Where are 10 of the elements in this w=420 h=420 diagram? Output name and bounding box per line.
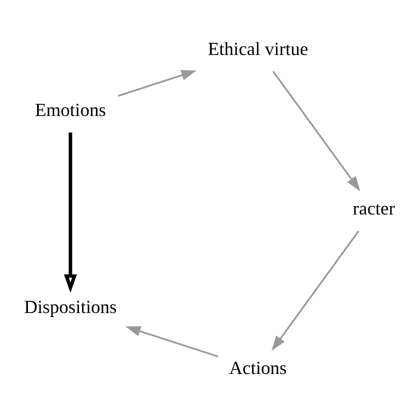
node-text: Actions [229,358,287,379]
arrow [272,230,360,351]
node-text: Ethical virtue [208,38,308,60]
arrow [272,70,360,192]
node-text: racter [352,198,395,220]
arrow [125,326,218,358]
arrow [64,132,77,293]
node-text: Emotions [34,100,106,121]
arrow [118,70,196,97]
node-text: Dispositions [24,296,117,318]
